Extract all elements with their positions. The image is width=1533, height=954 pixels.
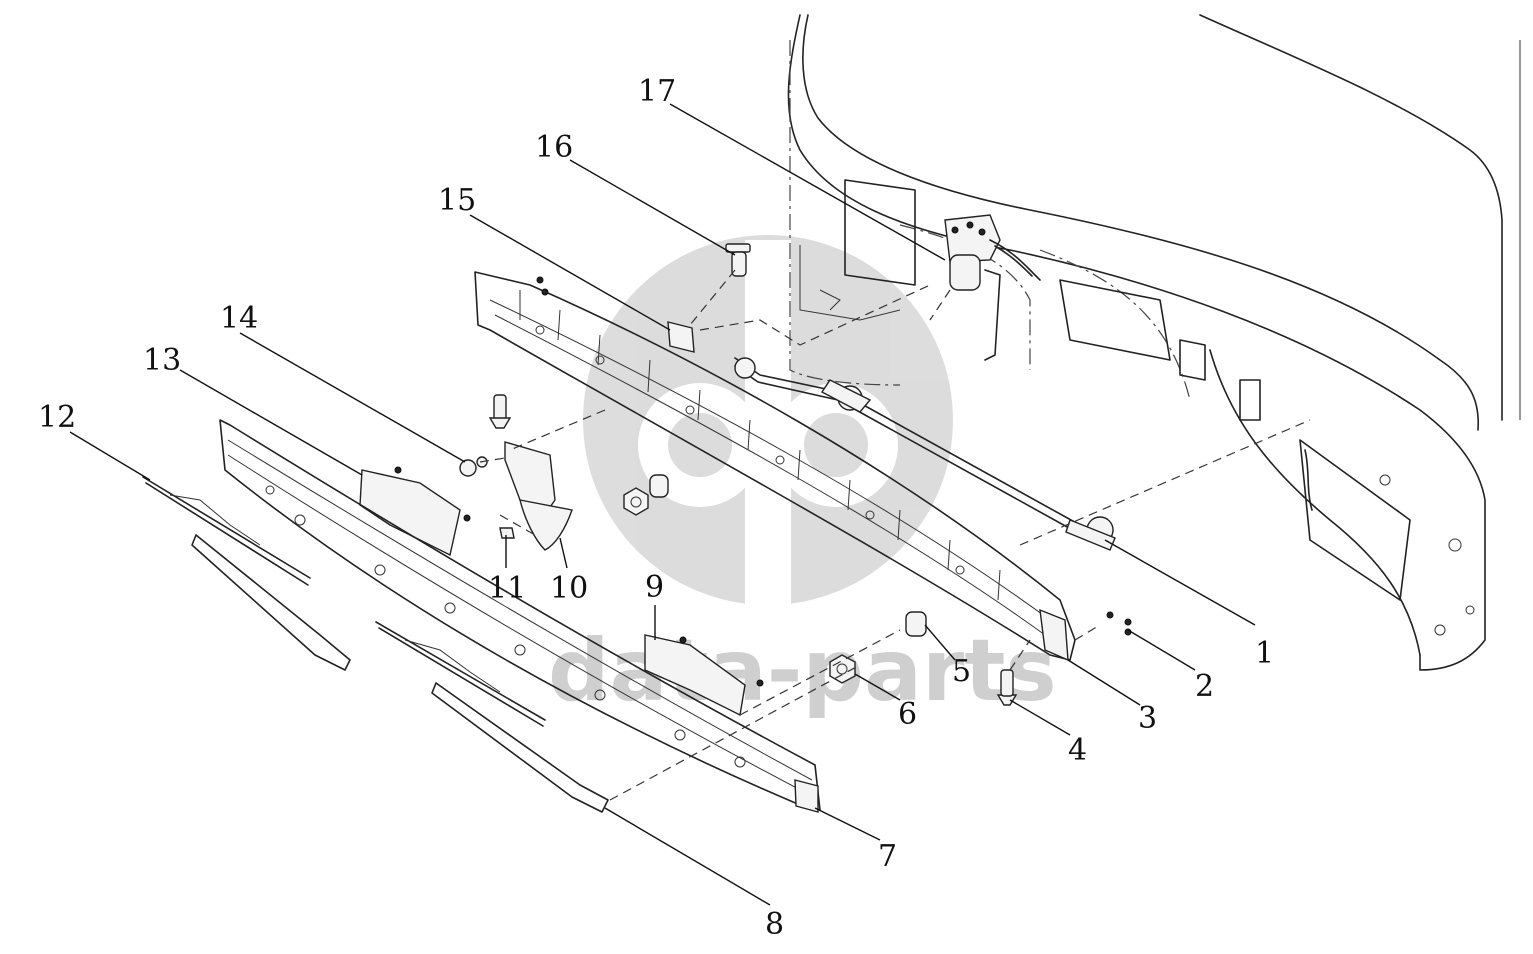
callout-9: 9 [645,570,664,605]
callout-17: 17 [638,74,676,109]
callout-leaders [69,103,1256,906]
callout-8: 8 [765,907,784,942]
wiper-blade-left [142,476,311,586]
wiper-linkage [734,357,1116,551]
callout-4: 4 [1068,733,1087,768]
watermark-text: data-parts [548,621,1057,721]
callout-7: 7 [878,839,897,874]
wiper-blade-right [375,621,546,727]
lower-cowl-grille [219,419,821,813]
callout-labels: 1 2 3 4 5 6 7 8 9 10 11 12 13 14 15 16 1… [38,74,1274,942]
wiper-motor [944,214,1041,291]
push-clip-lower [996,669,1018,706]
side-bracket [504,441,573,551]
small-bracket-plate [667,321,695,353]
grommet [459,456,488,477]
watermark-logo [583,235,953,610]
upper-cowl-panel [474,271,1076,662]
cover-plate-left [359,466,471,557]
callout-6: 6 [898,697,917,732]
callout-11: 11 [488,571,526,606]
callout-1: 1 [1255,636,1274,671]
screws-pair [536,276,1132,636]
callout-13: 13 [143,343,181,378]
callout-14: 14 [220,301,258,336]
small-clip [499,527,515,539]
cab-body-outline [787,14,1521,671]
hex-nut [623,487,856,684]
callout-5: 5 [952,654,971,689]
callout-12: 12 [38,400,76,435]
callout-2: 2 [1195,669,1214,704]
wiper-arm-right [431,682,609,813]
pin-part [725,243,751,277]
callout-15: 15 [438,183,476,218]
bushing [649,474,927,637]
callout-10: 10 [550,571,588,606]
push-clip-upper [488,394,512,429]
callout-3: 3 [1138,701,1157,736]
wiper-arm-left [191,534,351,671]
callout-16: 16 [535,130,573,165]
assembly-dash-lines [479,269,1311,801]
